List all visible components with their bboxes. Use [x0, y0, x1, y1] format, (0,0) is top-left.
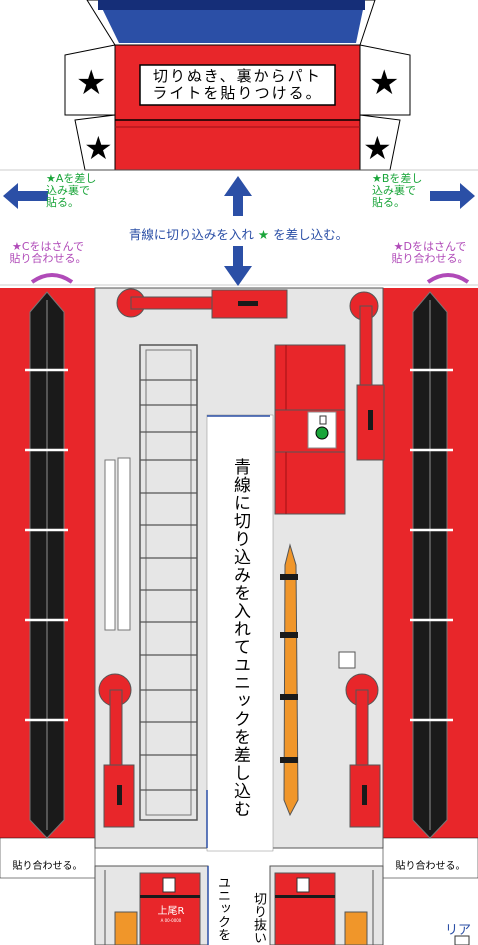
arrow-left-icon — [3, 183, 48, 209]
right-insert-line2: 込み裏で — [372, 184, 416, 197]
arrow-right-icon — [430, 183, 475, 209]
bottom-vertical-text-1: ユニックを — [215, 876, 230, 941]
left-insert-line1: ★Aを差し — [46, 172, 97, 185]
rear-label: リア — [445, 923, 472, 938]
left-insert-line2: 込み裏で — [46, 184, 90, 197]
arrow-up-icon — [224, 176, 252, 216]
right-sandwich-line2: 貼り合わせる。 — [391, 252, 469, 265]
right-sandwich-note: ★Dをはさんで 貼り合わせる。 — [382, 241, 478, 265]
left-sandwich-line2: 貼り合わせる。 — [9, 252, 87, 265]
star-icon: ★ — [84, 129, 113, 167]
vertical-instruction: 青線に切り込みを入れてユニックを差し込む — [230, 458, 250, 818]
left-insert-line3: 貼る。 — [46, 196, 79, 209]
windshield-panel — [86, 0, 376, 46]
instruction-after: を差し込む。 — [273, 227, 349, 242]
right-sandwich-line1: ★Dをはさんで — [393, 240, 467, 253]
bottom-vertical-text-2: 切り抜い — [251, 892, 266, 944]
star-icon: ★ — [257, 227, 270, 242]
left-insert-note: ★Aを差し 込み裏で 貼る。 — [46, 173, 108, 209]
star-icon: ★ — [369, 63, 400, 103]
instruction-before: 青線に切り込みを入れ — [128, 227, 254, 242]
glue-label-right: 貼り合わせる。 — [395, 861, 466, 872]
glue-label-left: 貼り合わせる。 — [12, 861, 83, 872]
right-insert-line1: ★Bを差し — [372, 172, 423, 185]
tab-note-line1: 切りぬき、裏からパト — [152, 67, 323, 85]
left-sandwich-line1: ★Cをはさんで — [12, 240, 84, 253]
left-sandwich-note: ★Cをはさんで 貼り合わせる。 — [0, 241, 96, 265]
star-icon: ★ — [76, 63, 107, 103]
right-insert-note: ★Bを差し 込み裏で 貼る。 — [372, 173, 434, 209]
tab-note-line2: ライトを貼りつける。 — [152, 84, 323, 102]
arrow-down-icon — [224, 246, 252, 286]
curve-arrow-left-icon — [30, 273, 74, 284]
license-plate: 上尾R A 00-0000 — [153, 906, 189, 924]
plate-number: A 00-0000 — [160, 918, 182, 923]
star-icon: ★ — [363, 129, 392, 167]
right-insert-line3: 貼る。 — [372, 196, 405, 209]
plate-name: 上尾R — [157, 906, 185, 917]
center-instruction: 青線に切り込みを入れ ★ を差し込む。 — [96, 224, 381, 243]
tab-note: 切りぬき、裏からパト ライトを貼りつける。 — [140, 68, 335, 102]
